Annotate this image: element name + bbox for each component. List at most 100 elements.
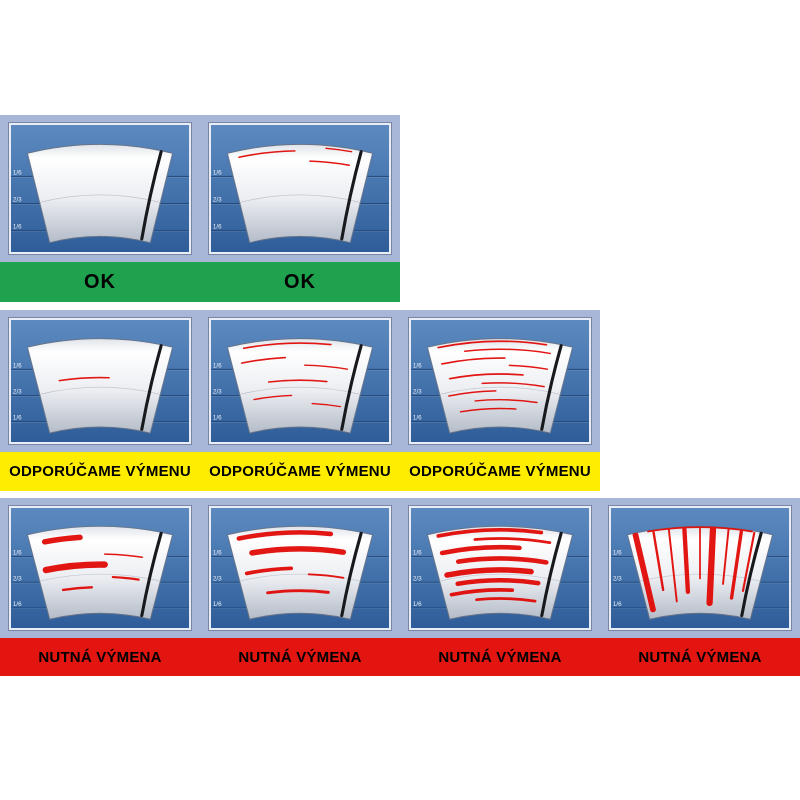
scale-label: 1/6 bbox=[213, 601, 222, 608]
status-label: NUTNÁ VÝMENA bbox=[38, 648, 162, 666]
status-label: NUTNÁ VÝMENA bbox=[438, 648, 562, 666]
scale-label: 2/3 bbox=[413, 389, 422, 396]
wiper-blade bbox=[540, 531, 563, 618]
wiper-illustration: 1/6 2/3 1/6 bbox=[608, 505, 792, 631]
wiper-illustration-frame: 1/6 2/3 1/6 bbox=[0, 115, 200, 262]
scale-label: 1/6 bbox=[213, 363, 222, 370]
status-band-recommend: ODPORÚČAME VÝMENU bbox=[400, 452, 600, 491]
wiper-sweep-diagram: 1/6 2/3 1/6 bbox=[211, 320, 389, 442]
scale-label: 2/3 bbox=[213, 389, 222, 396]
wiper-sweep-diagram: 1/6 2/3 1/6 bbox=[11, 125, 189, 252]
wiper-illustration-frame: 1/6 2/3 1/6 bbox=[0, 310, 200, 452]
wear-streaks bbox=[437, 340, 551, 413]
status-label: ODPORÚČAME VÝMENU bbox=[209, 463, 391, 480]
wiper-blade bbox=[140, 150, 163, 241]
wiper-illustration: 1/6 2/3 1/6 bbox=[8, 317, 192, 445]
status-label: NUTNÁ VÝMENA bbox=[238, 648, 362, 666]
wiper-swept-glass bbox=[226, 143, 374, 244]
scale-label: 1/6 bbox=[13, 415, 22, 422]
wiper-illustration-frame: 1/6 2/3 1/6 bbox=[600, 498, 800, 638]
wiper-sweep-diagram: 1/6 2/3 1/6 bbox=[211, 125, 389, 252]
wear-streaks bbox=[236, 530, 347, 595]
scale-label: 1/6 bbox=[613, 601, 622, 608]
wiper-sweep-diagram: 1/62/31/6 bbox=[11, 508, 189, 628]
wiper-sweep-diagram: 1/6 2/3 1/6 bbox=[11, 320, 189, 442]
scale-label: 1/6 bbox=[413, 363, 422, 370]
scale-label: 1/6 bbox=[413, 550, 422, 557]
wear-streaks bbox=[632, 526, 756, 613]
wiper-swept-glass bbox=[426, 338, 574, 434]
wiper-swept-glass bbox=[26, 338, 174, 434]
wear-streaks bbox=[240, 342, 349, 408]
wiper-blade bbox=[340, 344, 363, 431]
wiper-illustration-frame: 1/6 2/3 1/6 bbox=[200, 310, 400, 452]
scale-label: 1/6 bbox=[13, 224, 22, 231]
scale-label: 1/6 bbox=[13, 601, 22, 608]
wiper-sweep-diagram: 1/6 2/3 1/6 bbox=[611, 508, 789, 628]
scale-label: 2/3 bbox=[613, 576, 622, 583]
wiper-illustration: 1/6 2/3 1/6 bbox=[8, 122, 192, 255]
scale-label: 2/3 bbox=[13, 576, 22, 583]
wiper-blade bbox=[340, 150, 363, 241]
wiper-blade bbox=[740, 531, 763, 618]
scale-label: 1/6 bbox=[13, 363, 22, 370]
wear-streaks bbox=[41, 534, 144, 592]
scale-label: 2/3 bbox=[13, 389, 22, 396]
wear-streaks bbox=[58, 376, 110, 382]
status-band-replace: NUTNÁ VÝMENA bbox=[600, 638, 800, 676]
wiper-blade bbox=[140, 344, 163, 431]
status-label: NUTNÁ VÝMENA bbox=[638, 648, 762, 666]
scale-label: 1/6 bbox=[13, 169, 22, 176]
wear-streaks bbox=[436, 527, 552, 603]
status-label: OK bbox=[84, 270, 116, 293]
scale-label: 1/6 bbox=[213, 224, 222, 231]
status-band-recommend: ODPORÚČAME VÝMENU bbox=[0, 452, 200, 491]
wiper-illustration: 1/6 2/3 1/6 bbox=[208, 122, 392, 255]
wear-streaks bbox=[238, 147, 353, 167]
wiper-swept-glass bbox=[26, 525, 174, 620]
status-band-ok: OK bbox=[200, 262, 400, 302]
wiper-swept-glass bbox=[26, 143, 174, 244]
status-label: OK bbox=[284, 270, 316, 293]
wiper-sweep-diagram: 1/62/31/6 bbox=[411, 320, 589, 442]
status-label: ODPORÚČAME VÝMENU bbox=[409, 463, 591, 480]
wiper-swept-glass bbox=[226, 338, 374, 434]
status-band-replace: NUTNÁ VÝMENA bbox=[200, 638, 400, 676]
status-band-recommend: ODPORÚČAME VÝMENU bbox=[200, 452, 400, 491]
wiper-blade bbox=[340, 531, 363, 618]
status-band-ok: OK bbox=[0, 262, 200, 302]
scale-label: 1/6 bbox=[213, 169, 222, 176]
scale-label: 1/6 bbox=[213, 415, 222, 422]
scale-label: 2/3 bbox=[413, 576, 422, 583]
scale-label: 2/3 bbox=[13, 197, 22, 204]
wiper-illustration: 1/6 2/3 1/6 bbox=[208, 317, 392, 445]
wiper-sweep-diagram: 1/62/31/6 bbox=[411, 508, 589, 628]
wiper-blade bbox=[540, 344, 563, 431]
wiper-illustration-frame: 1/6 2/3 1/6 bbox=[200, 115, 400, 262]
status-label: ODPORÚČAME VÝMENU bbox=[9, 463, 191, 480]
status-band-replace: NUTNÁ VÝMENA bbox=[400, 638, 600, 676]
wiper-blade bbox=[140, 531, 163, 618]
status-band-replace: NUTNÁ VÝMENA bbox=[0, 638, 200, 676]
scale-label: 2/3 bbox=[213, 197, 222, 204]
wiper-sweep-diagram: 1/62/31/6 bbox=[211, 508, 389, 628]
scale-label: 1/6 bbox=[613, 550, 622, 557]
